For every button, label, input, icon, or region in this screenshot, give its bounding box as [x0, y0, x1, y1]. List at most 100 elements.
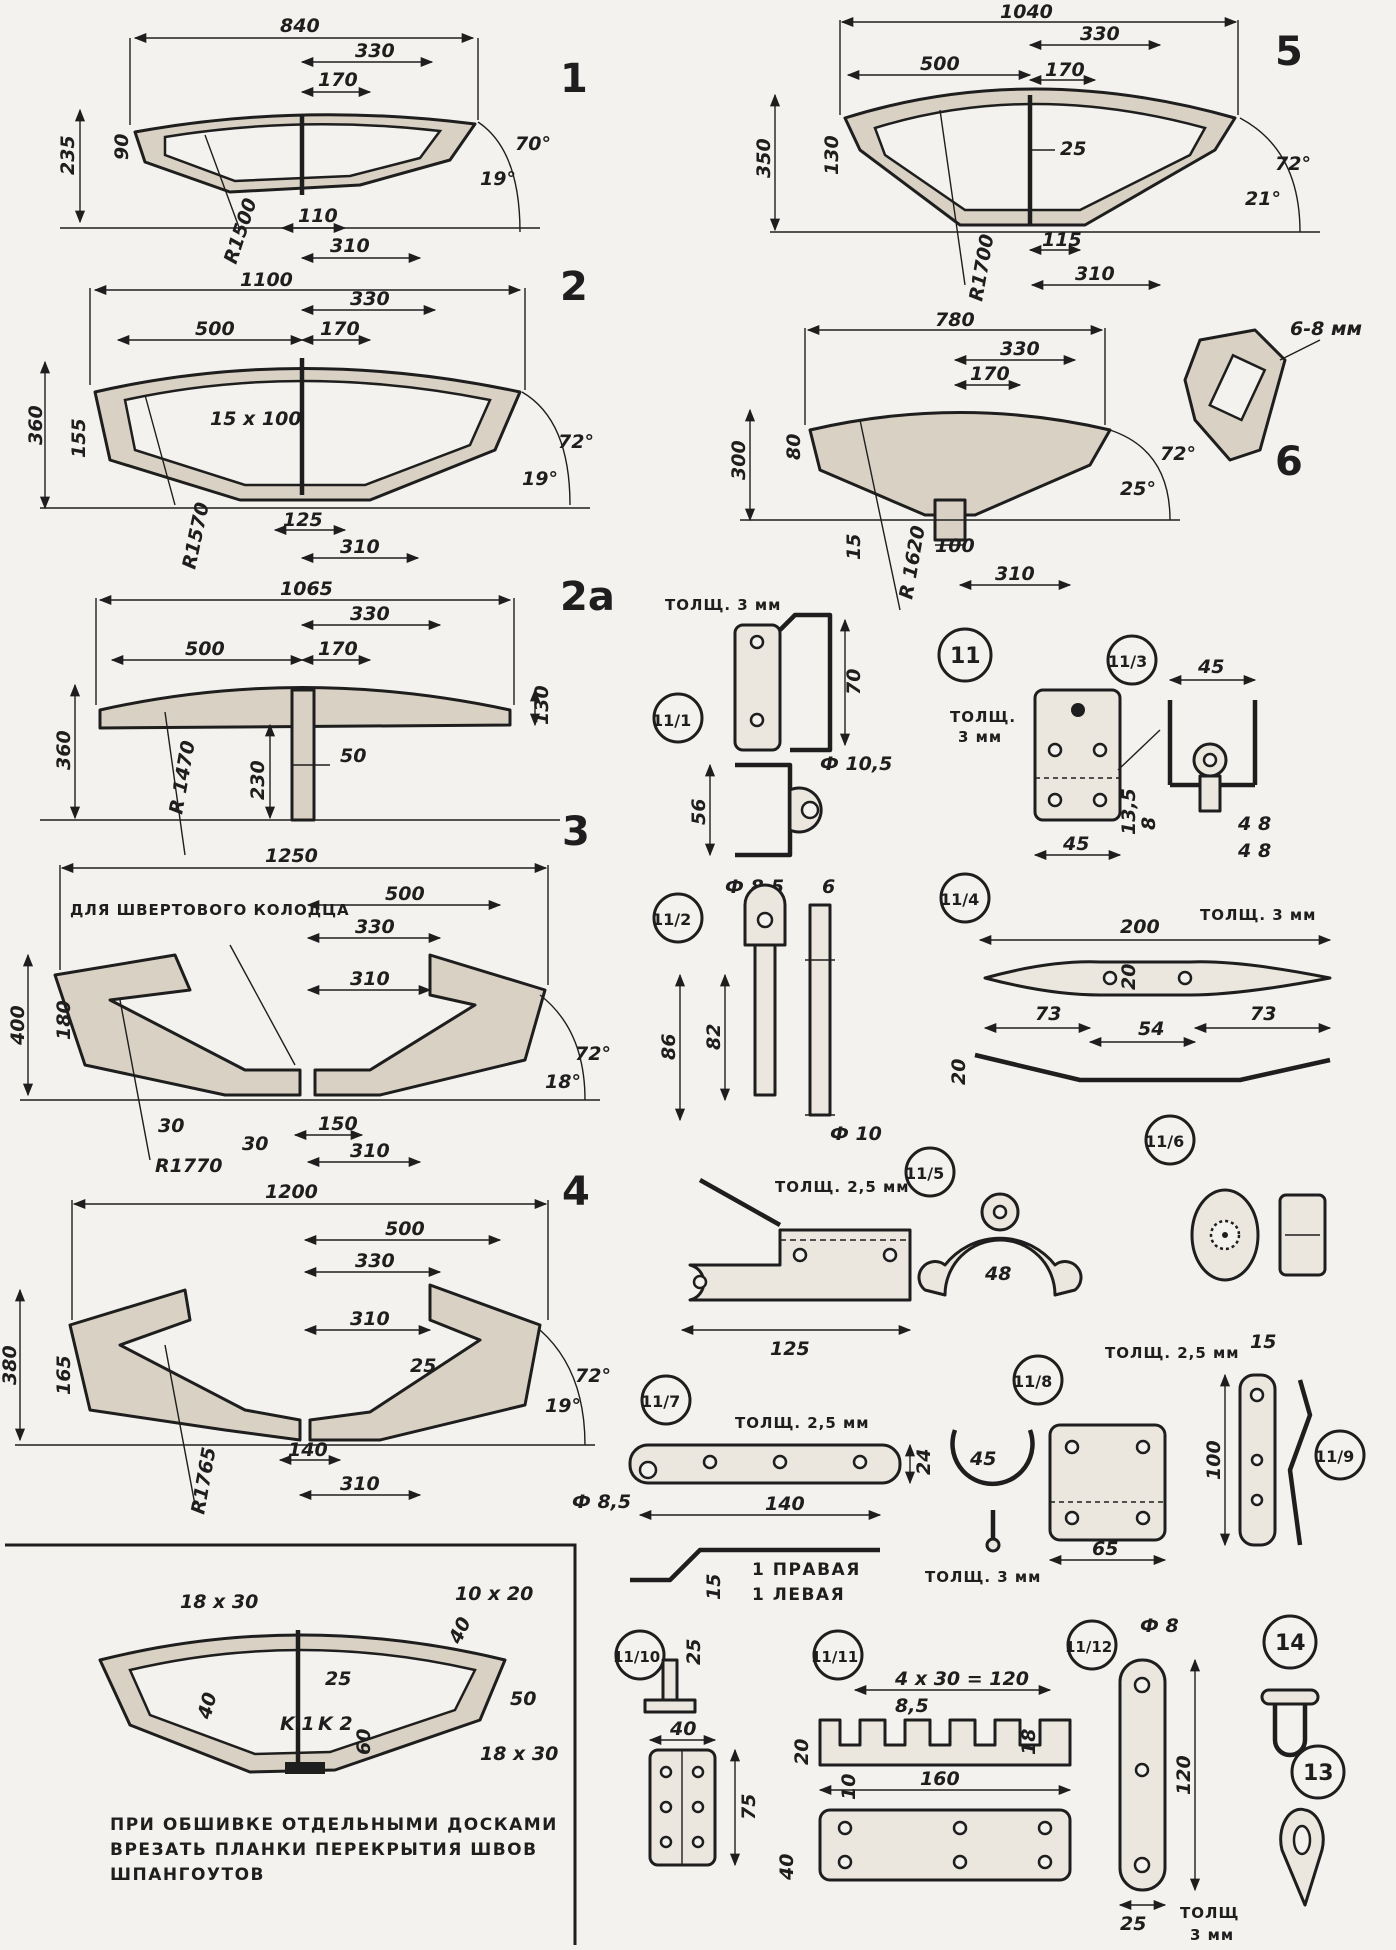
thickness-label: ТОЛЩ	[1180, 1904, 1239, 1922]
svg-text:11/5: 11/5	[905, 1164, 944, 1183]
dim-chine: 50	[510, 1688, 536, 1710]
part-badge: 11/1	[652, 692, 704, 744]
dim-left: 73	[1035, 1003, 1061, 1025]
dim-height: 380	[0, 1345, 21, 1385]
dim-stanchion: 25	[1060, 138, 1086, 160]
part-11-10: 11/10 25 40 75 40	[613, 1629, 798, 1881]
dim-e: 4	[1237, 840, 1251, 862]
dim-angle-b: 19°	[522, 468, 558, 490]
part-11-1: ТОЛЩ. 3 мм 70 56 Ф 10,5 11/1	[652, 596, 892, 858]
dim-radius: R1770	[155, 1155, 223, 1177]
dim-offset-a: 330	[350, 288, 390, 310]
dim-width: 1065	[280, 578, 333, 600]
dim-keel: 115	[1042, 229, 1082, 251]
frame-number: 1	[560, 56, 588, 102]
frame-number: 6	[1275, 439, 1303, 485]
thickness-label: ТОЛЩ. 3 мм	[665, 596, 781, 614]
dim-height: 360	[25, 405, 47, 445]
dim-width: 40	[669, 1718, 696, 1740]
frame-body-left	[68, 1288, 302, 1442]
dim-d: 8	[1258, 813, 1271, 835]
svg-text:11: 11	[950, 644, 981, 669]
dim-height: 25	[683, 1639, 705, 1665]
dim-keel: 125	[283, 509, 323, 531]
svg-text:11/8: 11/8	[1013, 1372, 1052, 1391]
dim-width: 780	[935, 309, 975, 331]
dim-side: 130	[821, 135, 843, 175]
dim-offset-b: 500	[185, 638, 225, 660]
dim-side: 165	[53, 1355, 75, 1395]
dim-offset-b: 330	[355, 1250, 395, 1272]
dim-pitch: 4 x 30 = 120	[894, 1668, 1029, 1690]
dim-side: 90	[111, 134, 133, 160]
dim-keel: 110	[298, 205, 338, 227]
dim-offset-c: 310	[350, 1308, 390, 1330]
frame-3-drawing: 3 1250 500 330 310 400 180 72° 18° 30 30…	[7, 809, 611, 1177]
dim-keel: 140	[288, 1439, 328, 1461]
dim-offset-a: 500	[385, 1218, 425, 1240]
sheathing-detail: 18 x 30 10 x 20 40 25 K 1 K 2 60 40 50 1…	[5, 1543, 577, 1945]
label-k1: K 1	[280, 1713, 315, 1735]
svg-text:11/10: 11/10	[613, 1648, 660, 1666]
svg-text:ШПАНГОУТОВ: ШПАНГОУТОВ	[110, 1865, 265, 1885]
dim-side: 130	[531, 685, 553, 725]
dim-strip: 10 x 20	[455, 1583, 533, 1605]
dim-offset-b: 500	[195, 318, 235, 340]
dim-side: 40	[444, 1614, 476, 1648]
frame-number: 5	[1275, 29, 1303, 75]
frame-body-right	[308, 1283, 542, 1442]
svg-text:11/6: 11/6	[1145, 1132, 1184, 1151]
part-badge: 11/2	[652, 892, 704, 944]
keel-block	[285, 1762, 325, 1774]
dim-angle-a: 72°	[575, 1043, 611, 1065]
dim-post-height: 15	[843, 534, 865, 560]
dim-offset-a: 330	[1000, 338, 1040, 360]
dim-diameter: 45	[969, 1448, 996, 1470]
dim-keel-a: 30	[158, 1115, 184, 1137]
svg-text:13: 13	[1303, 1761, 1334, 1786]
dim-height: 300	[728, 440, 750, 480]
dim-length: 100	[1203, 1440, 1225, 1480]
svg-text:11/11: 11/11	[811, 1648, 858, 1666]
dim-offset: 15	[703, 1574, 725, 1600]
frame-2-drawing: 2 1100 330 500 170 360 155 15 x 100 R157…	[25, 264, 594, 571]
part-11-2: 11/2 Ф 8,5 86 82 6 Ф 10	[652, 876, 882, 1145]
dim-post-width: 100	[935, 535, 975, 557]
dim-offset-a: 330	[355, 40, 395, 62]
dim-height: 400	[7, 1005, 29, 1046]
dim-width: 1100	[240, 269, 293, 291]
dim-keel-height: 60	[353, 1729, 375, 1755]
dim-offset-b: 170	[970, 363, 1010, 385]
part-13: 13	[1279, 1744, 1346, 1907]
dim-angle-a: 72°	[1275, 153, 1311, 175]
frame-body-right	[313, 953, 547, 1097]
dim-right: 73	[1250, 1003, 1276, 1025]
frame-body-left	[53, 953, 302, 1097]
dim-width: 1250	[265, 845, 318, 867]
frame-opening	[128, 1648, 477, 1756]
dim-height: 235	[57, 135, 79, 175]
dim-offset-a: 330	[1080, 23, 1120, 45]
dim-radius: R1700	[965, 233, 998, 303]
svg-text:11/4: 11/4	[940, 890, 979, 909]
dim-slot: 6-8 мм	[1290, 318, 1362, 340]
dim-offset-a: 330	[350, 603, 390, 625]
dim-slot: 150	[318, 1113, 358, 1135]
dim-bend: 20	[948, 1059, 970, 1085]
thickness-label: ТОЛЩ. 3 мм	[1200, 906, 1316, 924]
frame-opening	[123, 379, 492, 487]
dim-offset-d: 310	[340, 1473, 380, 1495]
dim-side: 80	[783, 434, 805, 460]
dim-mid: 54	[1138, 1018, 1164, 1040]
part-11-3: 11/3 45 45 13,5 8 4 8 4 8	[1033, 634, 1271, 862]
dim-length: 86	[658, 1034, 680, 1060]
part-badge: 13	[1290, 1744, 1346, 1800]
sheathing-caption: ПРИ ОБШИВКЕ ОТДЕЛЬНЫМИ ДОСКАМИ ВРЕЗАТЬ П…	[110, 1815, 556, 1885]
dim-length: 56	[688, 799, 710, 825]
dim-shank: 82	[703, 1024, 725, 1050]
dim-length: 140	[765, 1493, 805, 1515]
thickness-value: 3 мм	[958, 728, 1002, 746]
svg-text:11/9: 11/9	[1315, 1447, 1354, 1466]
batten-section-detail: 6-8 мм	[1183, 318, 1362, 462]
